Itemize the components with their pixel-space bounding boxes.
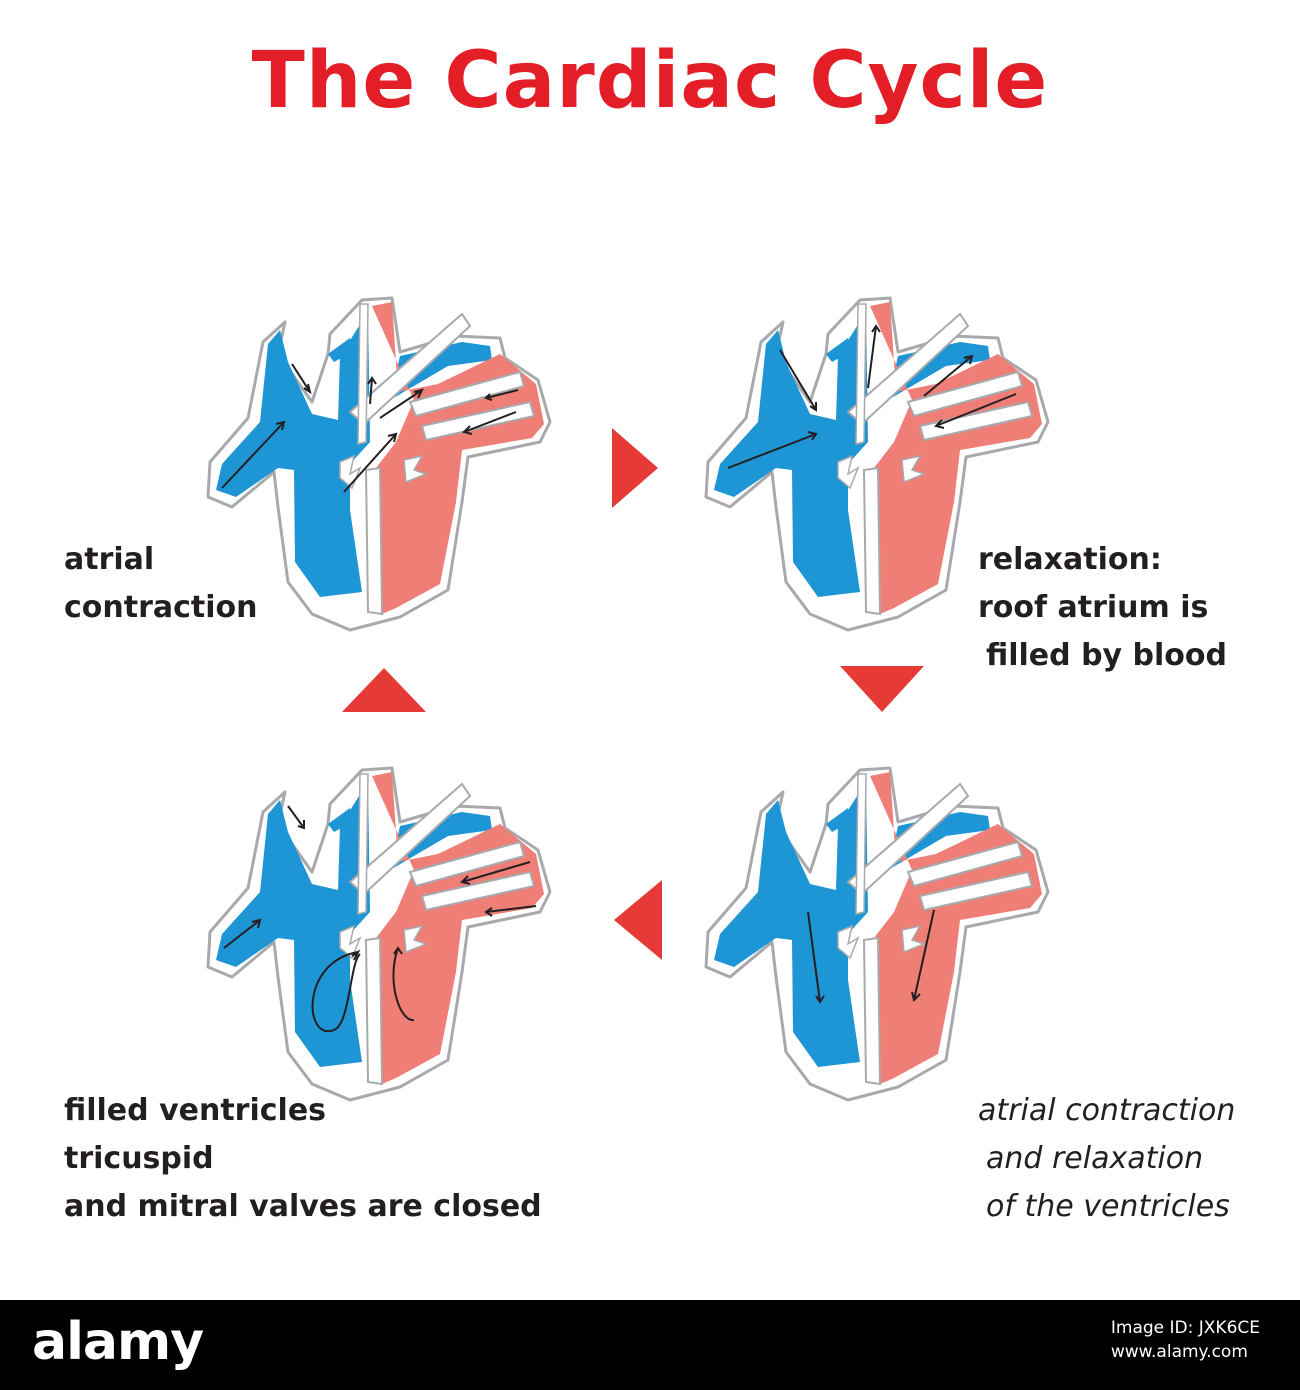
stage-label-line: tricuspid xyxy=(64,1141,214,1176)
stage-label-line: contraction xyxy=(64,590,258,625)
stage-label-line: and relaxation xyxy=(986,1141,1204,1176)
cycle-arrow-down xyxy=(840,666,924,712)
image-id: Image ID: JXK6CE www.alamy.com xyxy=(1111,1316,1260,1364)
stage-label-line: atrial xyxy=(64,542,155,577)
stage-label-line: of the ventricles xyxy=(986,1189,1230,1224)
stage-label-line: and mitral valves are closed xyxy=(64,1189,542,1224)
heart-diagram-relaxation xyxy=(698,292,1058,632)
cycle-arrow-right xyxy=(612,428,658,508)
heart-diagram-atrial-contraction-ventricle-relaxation xyxy=(698,762,1058,1102)
stage-label-line: filled ventricles xyxy=(64,1093,327,1128)
page-title: The Cardiac Cycle xyxy=(251,36,1049,126)
watermark-logo: alamy xyxy=(32,1312,204,1372)
heart-diagram-filled-ventricles xyxy=(200,762,560,1102)
image-id-line: Image ID: JXK6CE xyxy=(1110,1318,1260,1338)
cycle-arrow-up xyxy=(342,668,426,712)
stage-label-atrial-contraction: atrial contraction xyxy=(64,536,258,632)
stage-label-line: filled by blood xyxy=(986,638,1227,673)
watermark-footer: alamy Image ID: JXK6CE www.alamy.com xyxy=(0,1300,1300,1390)
stage-label-line: roof atrium is xyxy=(978,590,1209,625)
cycle-arrow-left xyxy=(614,880,662,960)
stage-label-ventricle-relaxation: atrial contraction and relaxation of the… xyxy=(978,1087,1235,1231)
image-url-line: www.alamy.com xyxy=(1110,1342,1248,1362)
stage-label-line: relaxation: xyxy=(978,542,1162,577)
heart-diagram-atrial-contraction xyxy=(200,292,560,632)
stage-label-relaxation: relaxation: roof atrium is filled by blo… xyxy=(978,536,1227,680)
stage-label-filled-ventricles: filled ventricles tricuspid and mitral v… xyxy=(64,1087,542,1231)
stage-label-line: atrial contraction xyxy=(978,1093,1236,1128)
